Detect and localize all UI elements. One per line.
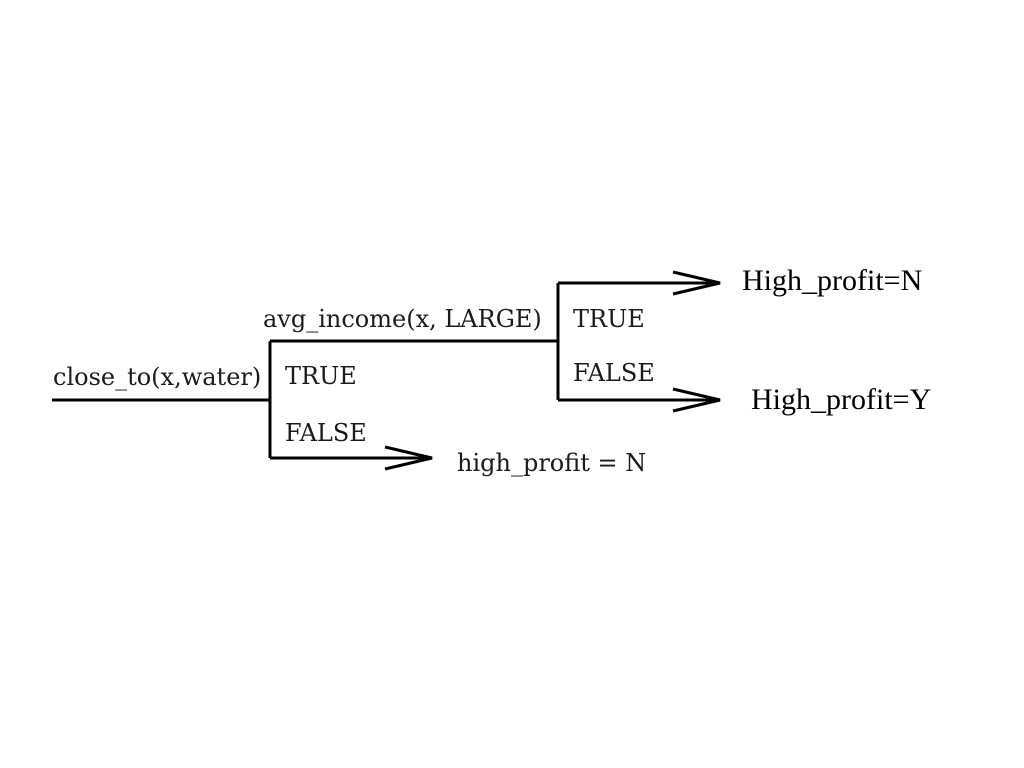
inner-true-label: TRUE [573, 305, 645, 333]
inner-true-leaf-label: High_profit=N [742, 264, 922, 297]
inner-false-label: FALSE [573, 359, 655, 387]
inner-test-label: avg_income(x, LARGE) [263, 305, 542, 333]
inner-true-arrowhead [672, 270, 721, 296]
root-true-label: TRUE [285, 362, 357, 390]
root-false-arrowhead [384, 445, 433, 471]
root-test-label: close_to(x,water) [53, 363, 261, 391]
inner-false-arrowhead [672, 387, 721, 413]
root-false-label: FALSE [285, 419, 367, 447]
root-false-leaf-label: high_profit = N [457, 449, 646, 477]
inner-false-leaf-label: High_profit=Y [751, 383, 931, 416]
